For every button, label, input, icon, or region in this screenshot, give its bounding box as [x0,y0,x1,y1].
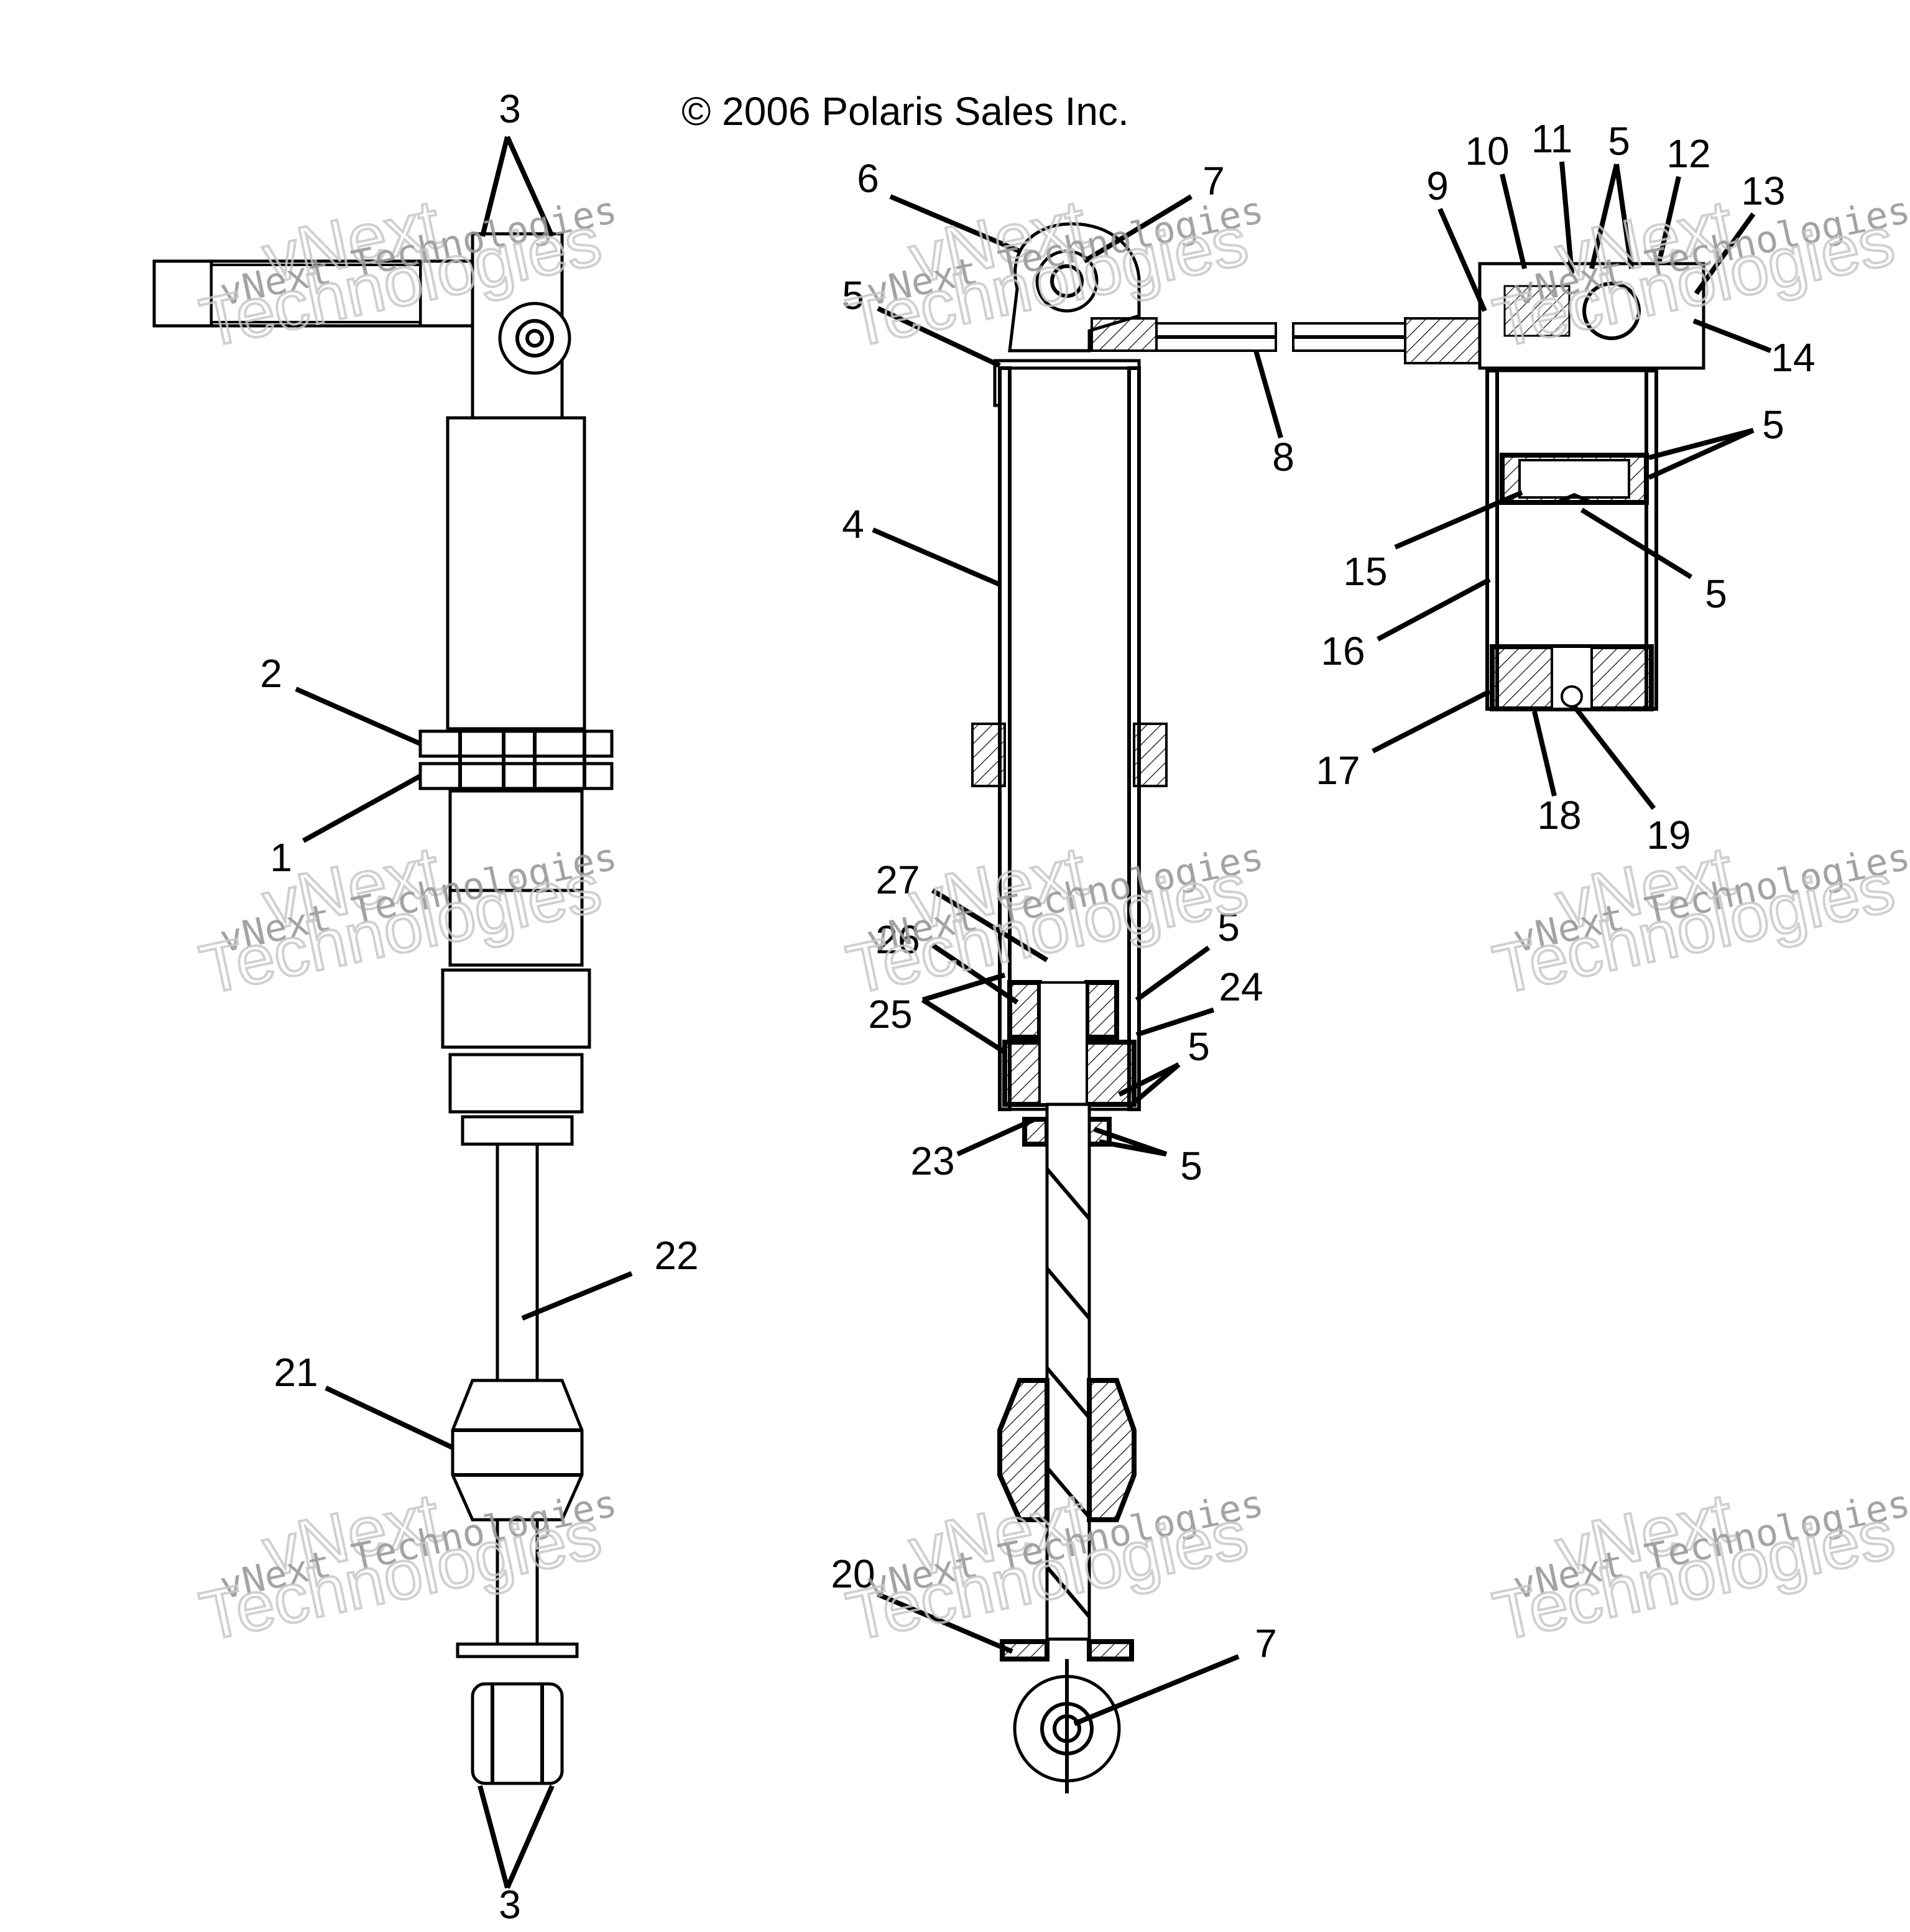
callout-10: 10 [1465,129,1509,173]
leader-lines [295,136,1772,1889]
callout-21: 21 [274,1350,318,1395]
watermarks: vNext vNext Technologies Technologies vN… [192,183,1910,1657]
callout-24: 24 [1219,964,1263,1009]
callout-12: 12 [1666,131,1710,176]
callout-5-head: 5 [1608,119,1630,164]
callout-5-piston-lower: 5 [1180,1144,1202,1188]
callout-4: 4 [842,502,864,547]
callout-5-valve: 5 [1705,571,1727,616]
callout-23: 23 [910,1139,954,1183]
cutaway-shock [971,222,1277,1793]
callout-11: 11 [1531,116,1572,161]
callout-9: 9 [1426,164,1449,208]
callout-22: 22 [654,1233,698,1278]
callout-20: 20 [831,1551,875,1596]
callout-3-top: 3 [499,86,521,131]
callout-18: 18 [1537,793,1581,838]
callout-13: 13 [1741,169,1785,213]
callout-5-reservoir: 5 [1762,402,1784,447]
callout-6: 6 [857,156,879,201]
callout-25: 25 [868,992,912,1037]
callout-7-top: 7 [1202,159,1225,203]
callout-5-piston-upper: 5 [1217,905,1240,950]
callout-27: 27 [875,857,920,902]
callout-7-bottom: 7 [1255,1621,1277,1666]
watermark: vNext vNext Technologies Technologies [1485,1477,1910,1657]
assembled-shock [152,232,614,1785]
callout-17: 17 [1316,748,1360,793]
callout-14: 14 [1771,335,1815,380]
callout-1: 1 [270,835,292,880]
callout-5-cap: 5 [842,273,864,318]
callout-5-piston-mid: 5 [1188,1024,1210,1069]
callout-19: 19 [1646,813,1691,857]
callout-2: 2 [260,651,282,696]
callout-numbers: 1 2 3 3 4 5 5 5 5 5 5 5 5 6 7 7 8 9 10 1… [260,86,1815,1927]
callout-16: 16 [1321,629,1365,673]
callout-15: 15 [1343,549,1387,594]
callout-26: 26 [875,917,920,962]
copyright-text: © 2006 Polaris Sales Inc. [681,89,1129,134]
callout-8: 8 [1272,435,1294,479]
callout-3-bottom: 3 [499,1882,521,1927]
